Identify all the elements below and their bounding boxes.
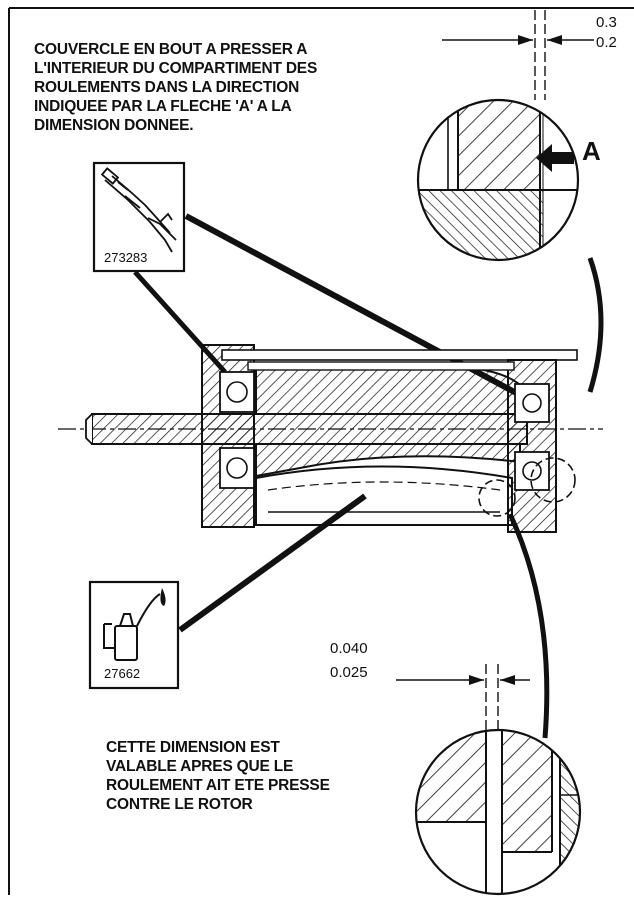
top-leader	[587, 257, 604, 393]
top-instruction-note: COUVERCLE EN BOUT A PRESSER A L'INTERIEUR…	[34, 40, 317, 135]
arrow-a-icon	[536, 144, 574, 172]
oil-can-part-number: 27662	[104, 666, 140, 681]
top-dimension-min: 0.2	[596, 34, 617, 51]
bearing-assembly	[58, 344, 603, 533]
bottom-note-line: VALABLE APRES QUE LE	[106, 758, 294, 775]
grease-gun-box	[92, 161, 186, 273]
arrow-a-label: A	[582, 136, 601, 166]
top-note-line: L'INTERIEUR DU COMPARTIMENT DES	[34, 60, 318, 77]
bottom-dimension-lines	[396, 664, 530, 740]
bottom-note-line: CETTE DIMENSION EST	[106, 739, 280, 756]
bottom-leader	[507, 512, 550, 739]
oil-can-box	[88, 580, 180, 690]
oil-leader	[178, 493, 367, 633]
bottom-note-line: ROULEMENT AIT ETE PRESSE	[106, 777, 330, 794]
bottom-instruction-note: CETTE DIMENSION EST VALABLE APRES QUE LE R…	[106, 738, 330, 814]
bottom-detail-circle	[414, 728, 582, 896]
top-detail-circle	[416, 98, 580, 262]
bottom-dimension-min: 0.025	[330, 664, 368, 681]
top-note-line: ROULEMENTS DANS LA DIRECTION	[34, 79, 300, 96]
top-note-line: INDIQUEE PAR LA FLECHE 'A' A LA	[34, 98, 292, 115]
top-note-line: DIMENSION DONNEE.	[34, 117, 194, 134]
top-dimension-lines	[442, 10, 594, 100]
grease-gun-part-number: 273283	[104, 250, 147, 265]
bottom-dimension-max: 0.040	[330, 640, 368, 657]
bottom-note-line: CONTRE LE ROTOR	[106, 796, 253, 813]
top-note-line: COUVERCLE EN BOUT A PRESSER A	[34, 41, 308, 58]
top-dimension-max: 0.3	[596, 14, 617, 31]
